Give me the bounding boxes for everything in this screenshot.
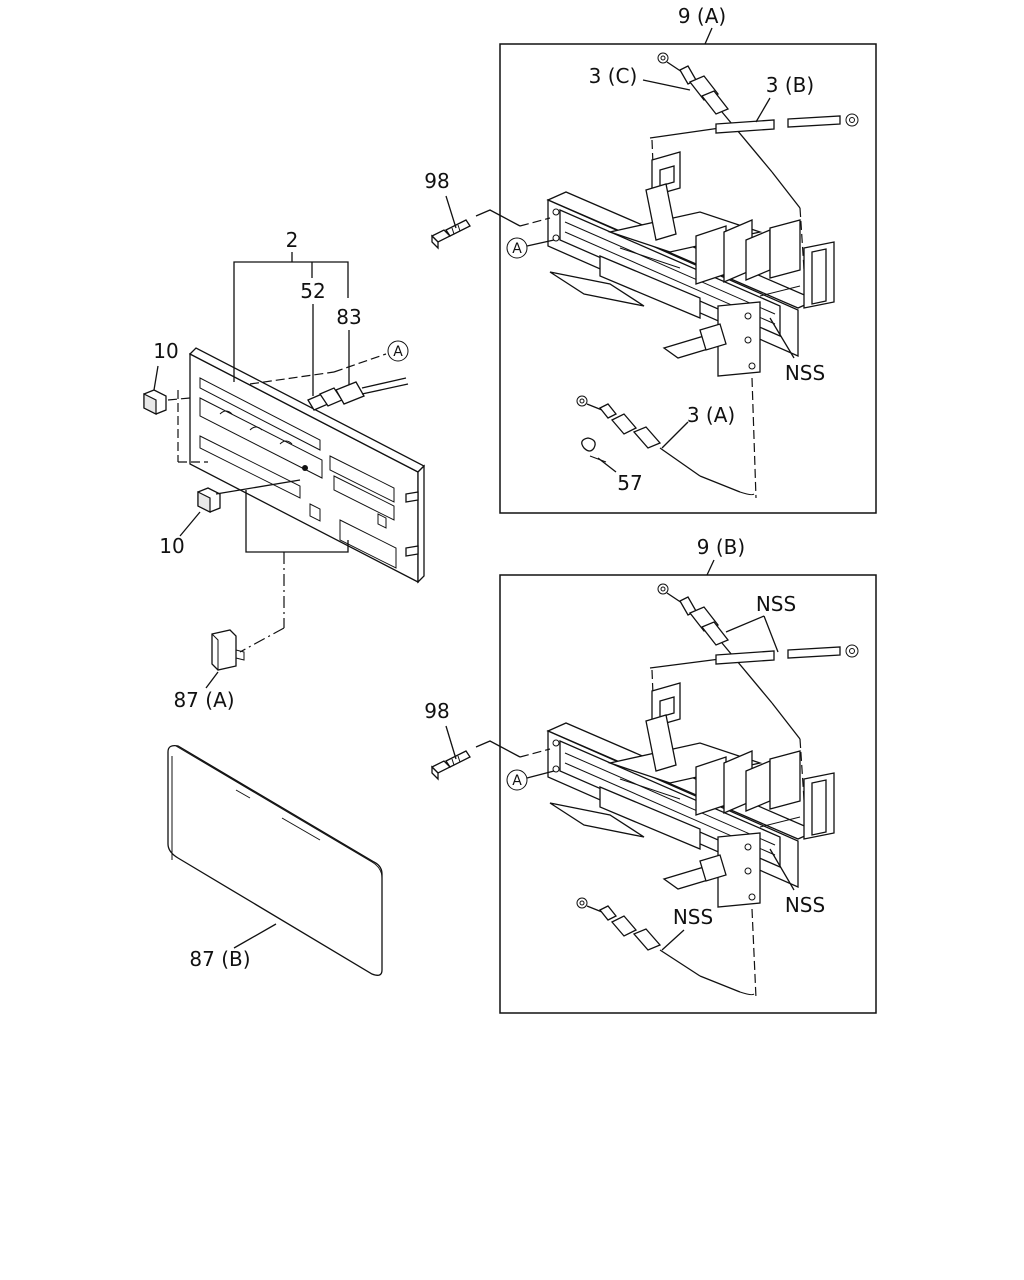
label-assembly-9b: 9 (B) bbox=[697, 535, 745, 559]
label-assembly-9a: 9 (A) bbox=[678, 4, 726, 28]
label-knob-10-bottom: 10 bbox=[159, 534, 184, 558]
label-nss-9a: NSS bbox=[785, 361, 825, 385]
knob-10-bottom bbox=[197, 487, 221, 513]
label-cable-3c: 3 (C) bbox=[589, 64, 638, 88]
plug-87a bbox=[211, 629, 245, 671]
cable-3a bbox=[576, 395, 755, 496]
label-cable-3b: 3 (B) bbox=[766, 73, 814, 97]
ref-a-circle-panel bbox=[387, 340, 409, 362]
label-plug-87a: 87 (A) bbox=[173, 688, 234, 712]
ref-a-circle-9b bbox=[506, 769, 528, 791]
screw-98-b bbox=[430, 750, 471, 781]
label-socket-83: 83 bbox=[336, 305, 361, 329]
assembly-9a: 9 (A) 3 (C) 3 (B) bbox=[424, 4, 877, 514]
assembly-9b: 9 (B) NSS bbox=[424, 535, 877, 1014]
label-nss-9b-3: NSS bbox=[785, 893, 825, 917]
control-mechanism-b bbox=[546, 682, 835, 999]
cable-top-9b bbox=[657, 583, 807, 831]
control-mechanism-a bbox=[546, 151, 835, 499]
label-bulb-52: 52 bbox=[300, 279, 325, 303]
assembly-9b-frame bbox=[499, 574, 877, 1014]
screw-98-a bbox=[430, 219, 471, 250]
cable-3c bbox=[657, 52, 807, 301]
control-panel-2 bbox=[167, 347, 426, 584]
label-clip-57: 57 bbox=[617, 471, 642, 495]
label-ref-a-9b: A bbox=[512, 773, 522, 789]
cable-bottom-9b bbox=[576, 897, 755, 996]
bulb-52 bbox=[307, 387, 343, 411]
label-nss-9b-1: NSS bbox=[756, 592, 796, 616]
label-screw-98-b: 98 bbox=[424, 699, 449, 723]
ref-a-circle-9a bbox=[506, 237, 528, 259]
label-panel-2: 2 bbox=[286, 228, 299, 252]
clip-57 bbox=[581, 437, 596, 452]
label-knob-10-top: 10 bbox=[153, 339, 178, 363]
knob-10-top bbox=[143, 389, 167, 415]
cover-87b bbox=[167, 744, 383, 976]
label-ref-a-panel: A bbox=[393, 344, 403, 360]
socket-83 bbox=[335, 377, 409, 405]
label-cover-87b: 87 (B) bbox=[189, 947, 250, 971]
assembly-9a-frame bbox=[499, 43, 877, 514]
label-screw-98-a: 98 bbox=[424, 169, 449, 193]
label-nss-9b-2: NSS bbox=[673, 905, 713, 929]
label-ref-a-9a: A bbox=[512, 241, 522, 257]
label-cable-3a: 3 (A) bbox=[687, 403, 735, 427]
